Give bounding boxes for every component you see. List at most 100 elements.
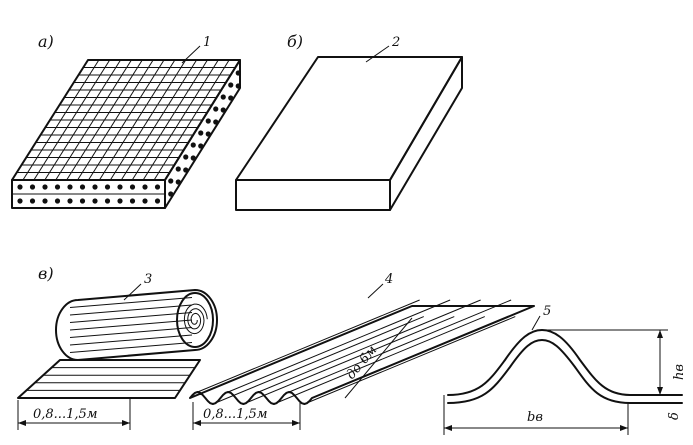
height-dim-arrow-bottom [657, 387, 663, 395]
rebar-dot [142, 184, 148, 190]
slab-b-front [235, 179, 391, 211]
rebar-dot [129, 184, 136, 190]
panel-b-label: б) [287, 32, 303, 51]
rebar-dot [129, 198, 136, 204]
roll-line [69, 327, 193, 338]
rebar-dot [29, 198, 36, 204]
rebar-dot [198, 130, 204, 136]
rebar-dot [228, 82, 234, 88]
sheet-dim-arrow-left [193, 420, 201, 426]
rebar-dot [79, 198, 86, 204]
item-4-leader [367, 283, 384, 299]
corrugated-roll: 3 0,8...1,5м [17, 272, 218, 430]
sheet-ridge [197, 299, 420, 393]
sheet-groove [243, 316, 455, 405]
roll-cylinder [55, 289, 218, 361]
rebar-dot [29, 184, 36, 190]
item-5-leader [531, 315, 541, 331]
rebar-dot [67, 198, 73, 204]
rebar-dot [117, 184, 123, 190]
roll-line [69, 334, 193, 346]
rebar-dot [198, 143, 204, 149]
width-dim-arrow-right [620, 425, 628, 431]
rebar-dot [54, 184, 61, 190]
corrugated-sheet: 4 до 6м 0,8...1,5м [189, 272, 535, 430]
panel-c-label: в) [38, 264, 54, 283]
item-3-label: 3 [144, 272, 152, 287]
profile-outer-curve [447, 329, 683, 396]
rebar-dot [42, 198, 48, 204]
wave-profile: 5 hв δ bв [443, 304, 687, 435]
slab-a-side [164, 59, 241, 209]
rebar-dot [92, 198, 98, 204]
rebar-dot [175, 166, 181, 172]
rebar-dot [183, 154, 189, 160]
rebar-dot [154, 198, 161, 204]
sheet-ridges [197, 299, 516, 405]
sheet-ridge [258, 299, 481, 393]
rebar-dot [79, 184, 86, 190]
roll-width-label: 0,8...1,5м [33, 407, 98, 422]
roll-line [69, 297, 193, 308]
item-2-label: 2 [391, 35, 400, 50]
roll-sheet-corrugations [26, 367, 195, 391]
item-5-label: 5 [543, 304, 551, 319]
rebar-dot [17, 184, 23, 190]
roll-spiral [183, 303, 208, 335]
sheet-groove [304, 316, 516, 405]
item-3-leader [123, 283, 142, 301]
rebar-dot [154, 184, 161, 190]
rebar-dot [213, 119, 219, 125]
rebar-dot [220, 107, 226, 113]
panel-a-label: а) [38, 32, 54, 51]
mesh-grid [16, 59, 236, 181]
slab-b-top [235, 56, 463, 181]
rebar-dot [142, 198, 148, 204]
rebar-dot [117, 198, 123, 204]
rebar-dot [190, 142, 196, 148]
sheet-width-label: 0,8...1,5м [203, 407, 268, 422]
sheet-ridge [288, 299, 512, 393]
rebar-dot [168, 178, 174, 184]
width-dim-arrow-left [444, 425, 452, 431]
sheet-ridge [227, 299, 451, 393]
item-1-label: 1 [203, 35, 211, 50]
rebar-dot [42, 184, 48, 190]
rebar-dot [67, 184, 73, 190]
panel-a-mesh-slab: а) 1 [11, 32, 241, 209]
profile-inner-curve [447, 339, 683, 404]
roll-unrolled-sheet [17, 359, 201, 399]
roll-corrugations [69, 297, 193, 353]
sheet-groove [212, 316, 424, 405]
roll-dim-arrow-left [18, 420, 26, 426]
roll-line [69, 312, 193, 323]
rebar-dot [92, 184, 98, 190]
height-dim-arrow-top [657, 330, 663, 338]
sheet-outline [189, 305, 535, 405]
panel-c-corrugated: в) 3 0,8...1,5м 4 [17, 264, 687, 435]
front-rebar-dots [17, 184, 161, 204]
sheet-groove [273, 316, 485, 405]
roll-line [69, 304, 193, 316]
roll-line [69, 342, 193, 353]
slab-b-side [389, 56, 463, 211]
profile-height-label: hв [672, 364, 687, 380]
side-rebar-dots [168, 70, 241, 197]
rebar-dot [220, 94, 226, 100]
rebar-dot [183, 167, 189, 173]
rebar-dot [235, 83, 241, 89]
panel-b-fiber-slab: б) 2 [235, 32, 463, 211]
item-2-leader [365, 45, 390, 63]
rebar-dot [213, 106, 219, 112]
rebar-dot [205, 131, 211, 137]
profile-thickness-label: δ [667, 412, 682, 420]
rebar-dot [205, 118, 211, 124]
roll-dim-arrow-right [122, 420, 130, 426]
sheet-dim-arrow-right [292, 420, 300, 426]
rebar-dot [168, 191, 174, 197]
profile-width-label: bв [527, 410, 543, 425]
rebar-dot [228, 95, 234, 101]
roll-end-face [176, 292, 214, 348]
rebar-dot [190, 155, 196, 161]
